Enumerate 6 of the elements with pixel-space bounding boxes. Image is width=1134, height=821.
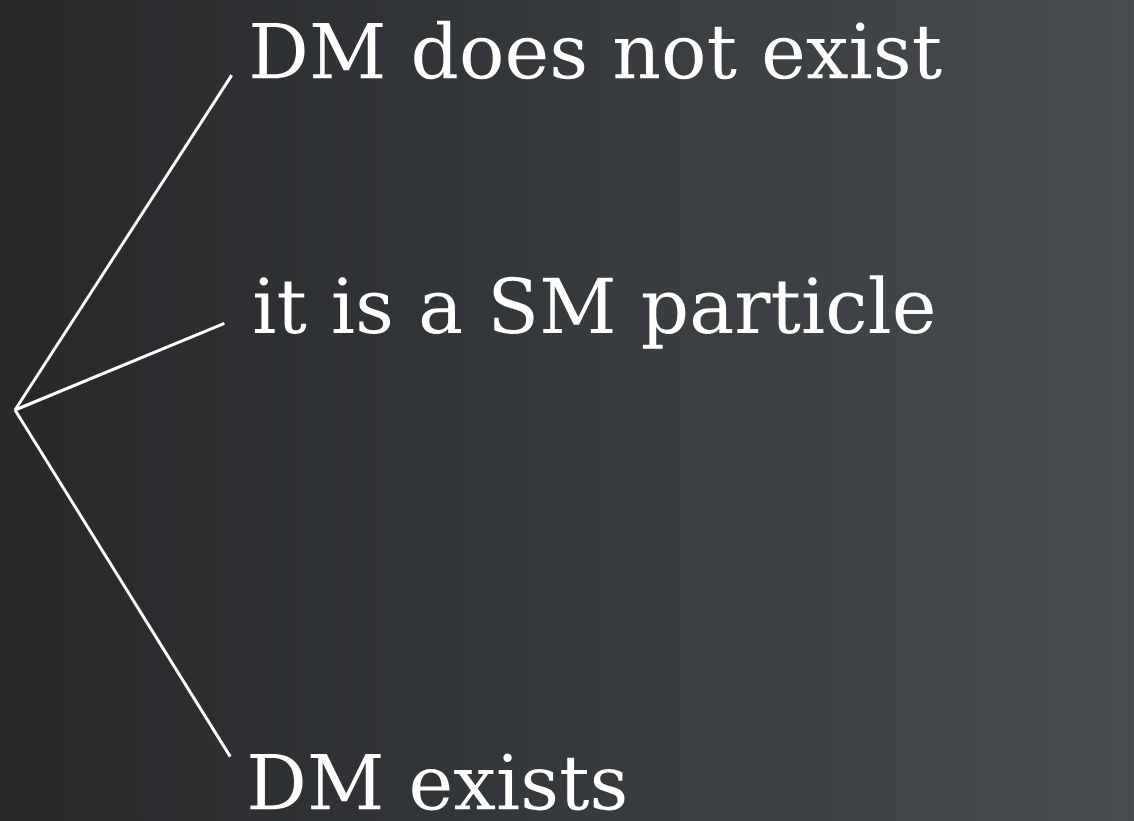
branch-line	[13, 74, 234, 411]
branch-label: DM exists	[250, 753, 625, 811]
branch-line	[13, 409, 232, 758]
branch-line	[14, 322, 225, 412]
branch-label: it is a SM particle	[254, 275, 933, 349]
branch-label: DM does not exist	[252, 20, 942, 80]
